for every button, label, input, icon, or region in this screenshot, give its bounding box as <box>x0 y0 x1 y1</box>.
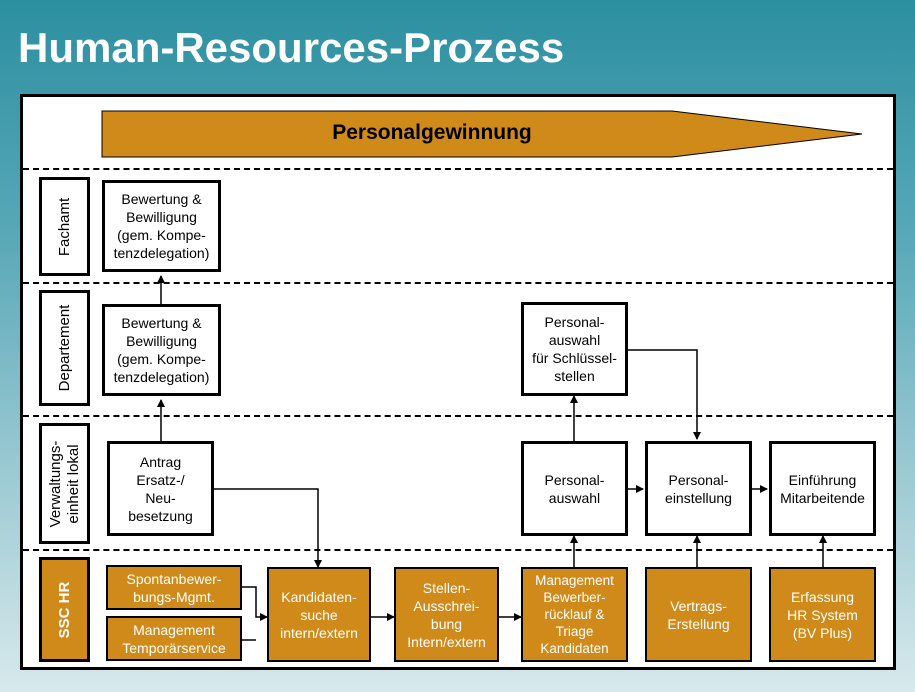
lane-label-text: SSC HR <box>55 581 73 638</box>
box-vertragserstellung: Vertrags- Erstellung <box>645 567 752 662</box>
box-departement-bewertung: Bewertung & Bewilligung (gem. Kompe- ten… <box>102 304 221 396</box>
lane-separator <box>23 168 893 170</box>
box-kandidatensuche: Kandidaten- suche intern/extern <box>267 567 371 662</box>
box-antrag: Antrag Ersatz-/ Neu- besetzung <box>107 441 214 536</box>
lane-separator <box>23 282 893 284</box>
lane-separator <box>23 549 893 551</box>
box-bewerberruecklauf: Management Bewerber- rücklauf & Triage K… <box>521 567 628 662</box>
lane-label-text: Fachamt <box>55 197 73 256</box>
lane-label-fachamt: Fachamt <box>39 177 90 276</box>
connector <box>214 488 322 568</box>
connector <box>242 586 268 621</box>
lane-label-text: Verwaltungs- einheit lokal <box>46 440 82 527</box>
box-temporaerservice: Management Temporärservice <box>106 616 242 661</box>
connector <box>628 349 701 440</box>
banner-arrow <box>101 110 863 158</box>
box-personaleinstellung: Personal- einstellung <box>645 441 752 536</box>
lane-label-departement: Departement <box>39 290 90 406</box>
lane-label-verwaltung: Verwaltungs- einheit lokal <box>39 423 90 544</box>
page-title: Human-Resources-Prozess <box>18 24 565 71</box>
box-personalauswahl-schluesselstellen: Personal- auswahl für Schlüssel- stellen <box>521 302 628 396</box>
box-spontanbewerbungen: Spontanbewer- bungs-Mgmt. <box>106 565 242 610</box>
box-personalauswahl: Personal- auswahl <box>521 441 628 536</box>
lane-label-ssc: SSC HR <box>39 557 90 662</box>
banner-label: Personalgewinnung <box>332 121 532 144</box>
box-stellenausschreibung: Stellen- Ausschrei- bung Intern/extern <box>394 567 499 662</box>
lane-separator <box>23 415 893 417</box>
box-erfassung-hr-system: Erfassung HR System (BV Plus) <box>769 567 876 662</box>
box-einfuehrung: Einführung Mitarbeitende <box>769 441 876 536</box>
box-fachamt-bewertung: Bewertung & Bewilligung (gem. Kompe- ten… <box>102 180 221 272</box>
lane-label-text: Departement <box>55 304 73 392</box>
